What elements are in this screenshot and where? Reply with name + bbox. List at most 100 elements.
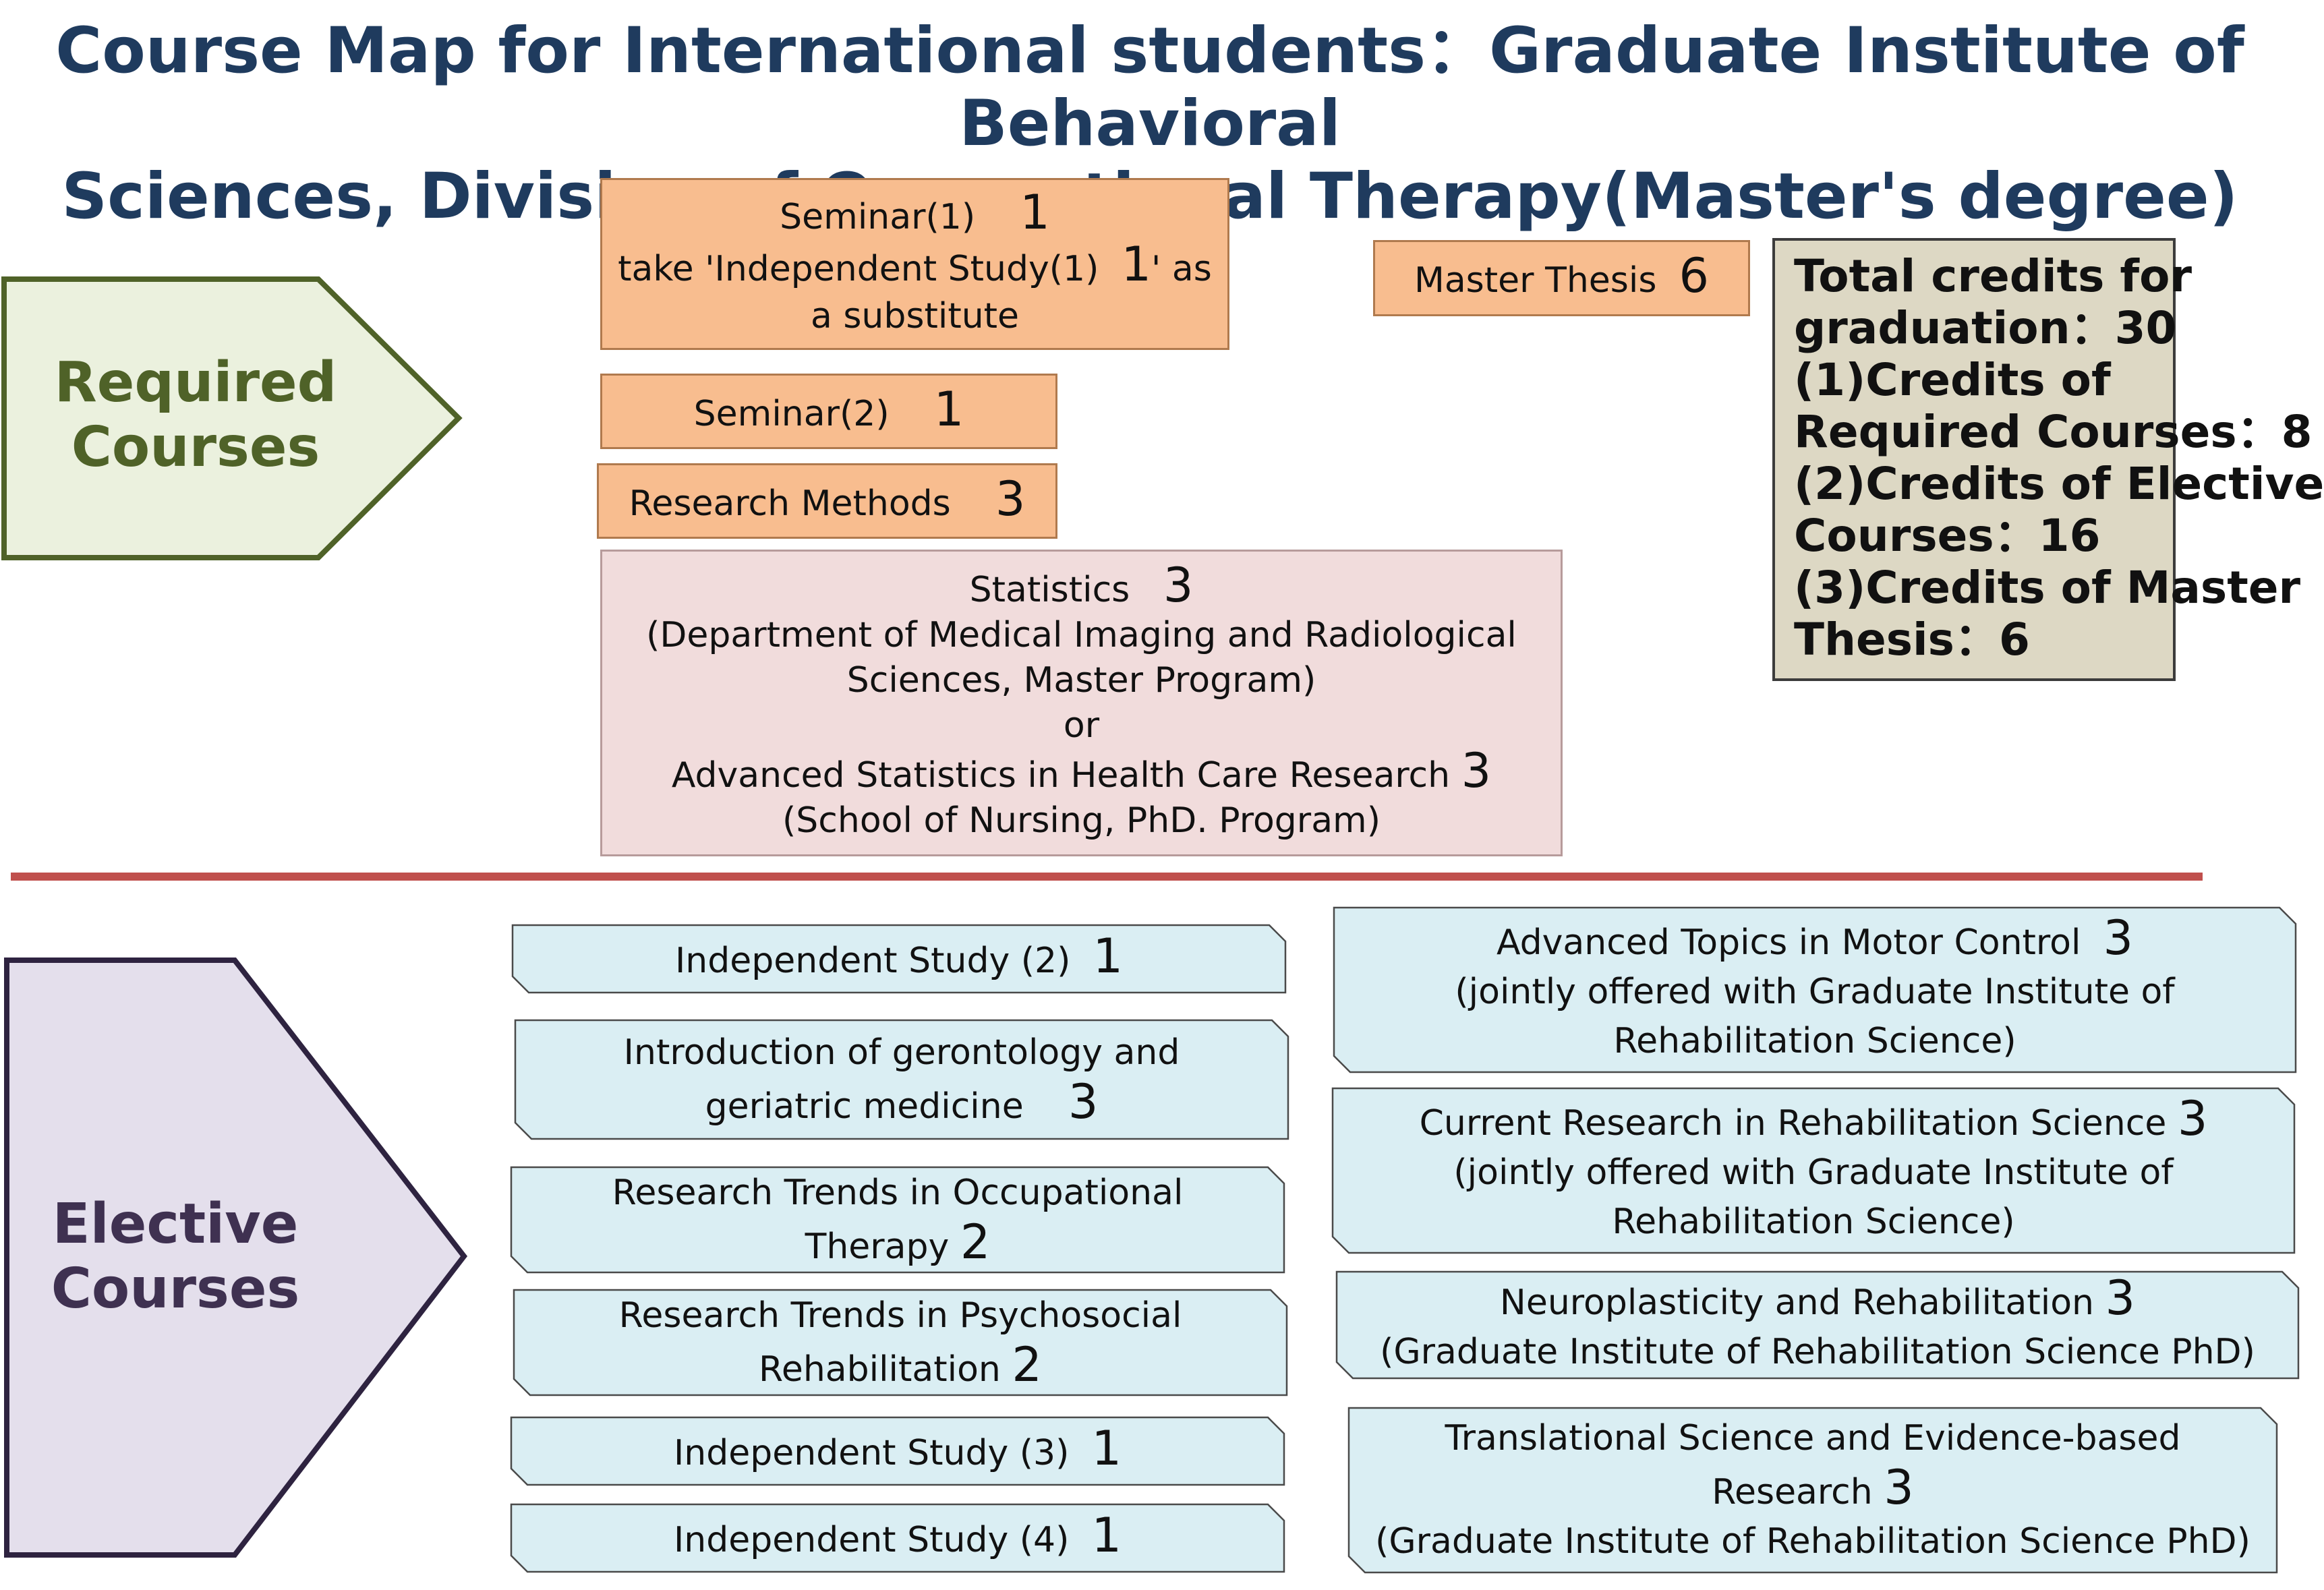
elective-course: Independent Study (4) 1 [510, 1503, 1285, 1573]
elective-box-shape [1331, 1087, 2296, 1254]
elective-course-text: Independent Study (4) 1 [510, 1503, 1285, 1573]
elective-label-line-1: Elective [52, 1192, 299, 1256]
elective-credit: 2 [960, 1214, 991, 1270]
elective-line: Neuroplasticity and Rehabilitation 3 [1499, 1270, 2136, 1326]
elective-box-shape [510, 1166, 1285, 1274]
elective-box-shape [510, 1503, 1285, 1573]
elective-box-shape [514, 1019, 1289, 1140]
master-thesis-credit: 6 [1679, 248, 1710, 303]
independent-study-1-credit: 1 [1121, 236, 1152, 292]
total-credits-line-5: (2)Credits of Elective [1794, 458, 2324, 510]
total-credits-line-3: (1)Credits of [1794, 354, 2111, 406]
elective-course-text: Research Trends in Psychosocial Rehabili… [513, 1289, 1288, 1396]
elective-box-shape [1333, 906, 2297, 1073]
statistics-line-6: (School of Nursing, PhD. Program) [782, 800, 1381, 841]
total-credits-line-4: Required Courses：8 [1794, 406, 2313, 458]
advanced-statistics-credit: 3 [1461, 742, 1492, 798]
required-arrow-shape [1, 276, 463, 560]
statistics-line-4: or [1063, 705, 1100, 746]
required-courses-arrow: Required Courses [0, 275, 465, 562]
research-methods-credit: 3 [995, 471, 1026, 527]
elective-label-line-2: Courses [51, 1257, 300, 1321]
section-divider [11, 873, 2203, 881]
elective-course: Introduction of gerontology and geriatri… [514, 1019, 1289, 1140]
course-master-thesis: Master Thesis 6 [1373, 240, 1750, 316]
statistics-line-1: Statistics 3 [969, 557, 1194, 613]
required-label-line-2: Courses [71, 415, 320, 479]
elective-line: (jointly offered with Graduate Institute… [1455, 972, 2175, 1012]
required-courses-label: Required Courses [13, 351, 378, 480]
elective-course: Research Trends in Psychosocial Rehabili… [513, 1289, 1288, 1396]
elective-line: Rehabilitation 2 [759, 1336, 1042, 1392]
elective-line: Rehabilitation Science) [1613, 1021, 2016, 1061]
total-credits-line-6: Courses：16 [1794, 510, 2101, 562]
elective-line: geriatric medicine 3 [705, 1073, 1099, 1129]
course-seminar-2: Seminar(2) 1 [600, 374, 1057, 449]
total-credits-line-2: graduation：30 [1794, 302, 2177, 354]
elective-line: Translational Science and Evidence-based [1445, 1418, 2181, 1459]
elective-course-text: Neuroplasticity and Rehabilitation 3 (Gr… [1335, 1270, 2300, 1380]
elective-credit: 1 [1091, 1421, 1122, 1476]
elective-credit: 3 [2105, 1270, 2136, 1326]
elective-line: Research Trends in Occupational [612, 1172, 1184, 1213]
elective-course: Independent Study (3) 1 [510, 1416, 1285, 1486]
elective-credit: 3 [2177, 1091, 2208, 1146]
elective-box-shape [511, 924, 1287, 994]
elective-course: Neuroplasticity and Rehabilitation 3 (Gr… [1335, 1270, 2300, 1380]
elective-course-text: Research Trends in Occupational Therapy … [510, 1166, 1285, 1274]
elective-credit: 3 [1884, 1460, 1914, 1515]
seminar-1-line-2: take 'Independent Study(1) 1' as [618, 236, 1212, 292]
title-line-1: Course Map for International students：Gr… [55, 14, 2244, 160]
statistics-credit: 3 [1163, 557, 1194, 613]
elective-line: Independent Study (3) 1 [673, 1421, 1122, 1476]
elective-course-text: Current Research in Rehabilitation Scien… [1331, 1087, 2296, 1254]
elective-line: Current Research in Rehabilitation Scien… [1419, 1091, 2208, 1146]
elective-course-text: Independent Study (2) 1 [511, 924, 1287, 994]
elective-course: Independent Study (2) 1 [511, 924, 1287, 994]
elective-course-text: Advanced Topics in Motor Control 3 (join… [1333, 906, 2297, 1073]
statistics-line-2: (Department of Medical Imaging and Radio… [646, 614, 1517, 655]
elective-line: Research 3 [1712, 1460, 1914, 1515]
elective-box-shape [1347, 1407, 2278, 1574]
elective-box-shape [513, 1289, 1288, 1396]
elective-course-text: Translational Science and Evidence-based… [1347, 1407, 2278, 1574]
elective-credit: 2 [1012, 1336, 1042, 1392]
elective-course: Translational Science and Evidence-based… [1347, 1407, 2278, 1574]
elective-line: Introduction of gerontology and [623, 1032, 1180, 1073]
research-methods-text: Research Methods 3 [629, 471, 1026, 527]
elective-credit: 3 [1068, 1073, 1099, 1129]
elective-credit: 3 [2103, 910, 2134, 966]
page-title: Course Map for International students：Gr… [27, 15, 2273, 233]
elective-line: (jointly offered with Graduate Institute… [1453, 1152, 2174, 1193]
elective-course-text: Introduction of gerontology and geriatri… [514, 1019, 1289, 1140]
course-research-methods: Research Methods 3 [597, 463, 1057, 539]
elective-line: Advanced Topics in Motor Control 3 [1496, 910, 2134, 966]
elective-line: Independent Study (2) 1 [674, 929, 1124, 984]
course-statistics: Statistics 3 (Department of Medical Imag… [600, 550, 1563, 856]
elective-line: Research Trends in Psychosocial [618, 1295, 1182, 1336]
elective-line: Therapy 2 [805, 1214, 991, 1270]
elective-line: Independent Study (4) 1 [673, 1508, 1122, 1563]
total-credits-box: Total credits for graduation：30 (1)Credi… [1772, 238, 2324, 681]
elective-course-text: Independent Study (3) 1 [510, 1416, 1285, 1486]
elective-arrow-shape [4, 958, 468, 1558]
seminar-1-line-1: Seminar(1) 1 [780, 184, 1050, 240]
elective-course: Advanced Topics in Motor Control 3 (join… [1333, 906, 2297, 1073]
elective-line: (Graduate Institute of Rehabilitation Sc… [1375, 1521, 2250, 1562]
elective-line: Rehabilitation Science) [1612, 1202, 2015, 1242]
elective-line: (Graduate Institute of Rehabilitation Sc… [1380, 1331, 2255, 1372]
statistics-line-5: Advanced Statistics in Health Care Resea… [671, 742, 1492, 798]
master-thesis-text: Master Thesis 6 [1414, 248, 1710, 303]
elective-course: Current Research in Rehabilitation Scien… [1331, 1087, 2296, 1254]
elective-credit: 1 [1091, 1508, 1122, 1563]
seminar-1-credit: 1 [1020, 184, 1050, 240]
elective-box-shape [510, 1416, 1285, 1486]
required-label-line-1: Required [54, 351, 337, 415]
statistics-line-3: Sciences, Master Program) [846, 659, 1316, 701]
elective-courses-label: Elective Courses [13, 1192, 337, 1322]
seminar-2-credit: 1 [933, 381, 964, 437]
seminar-2-text: Seminar(2) 1 [693, 381, 964, 437]
course-seminar-1: Seminar(1) 1 take 'Independent Study(1) … [600, 178, 1229, 350]
seminar-1-line-3: a substitute [810, 295, 1020, 336]
elective-courses-arrow: Elective Courses [0, 956, 472, 1560]
